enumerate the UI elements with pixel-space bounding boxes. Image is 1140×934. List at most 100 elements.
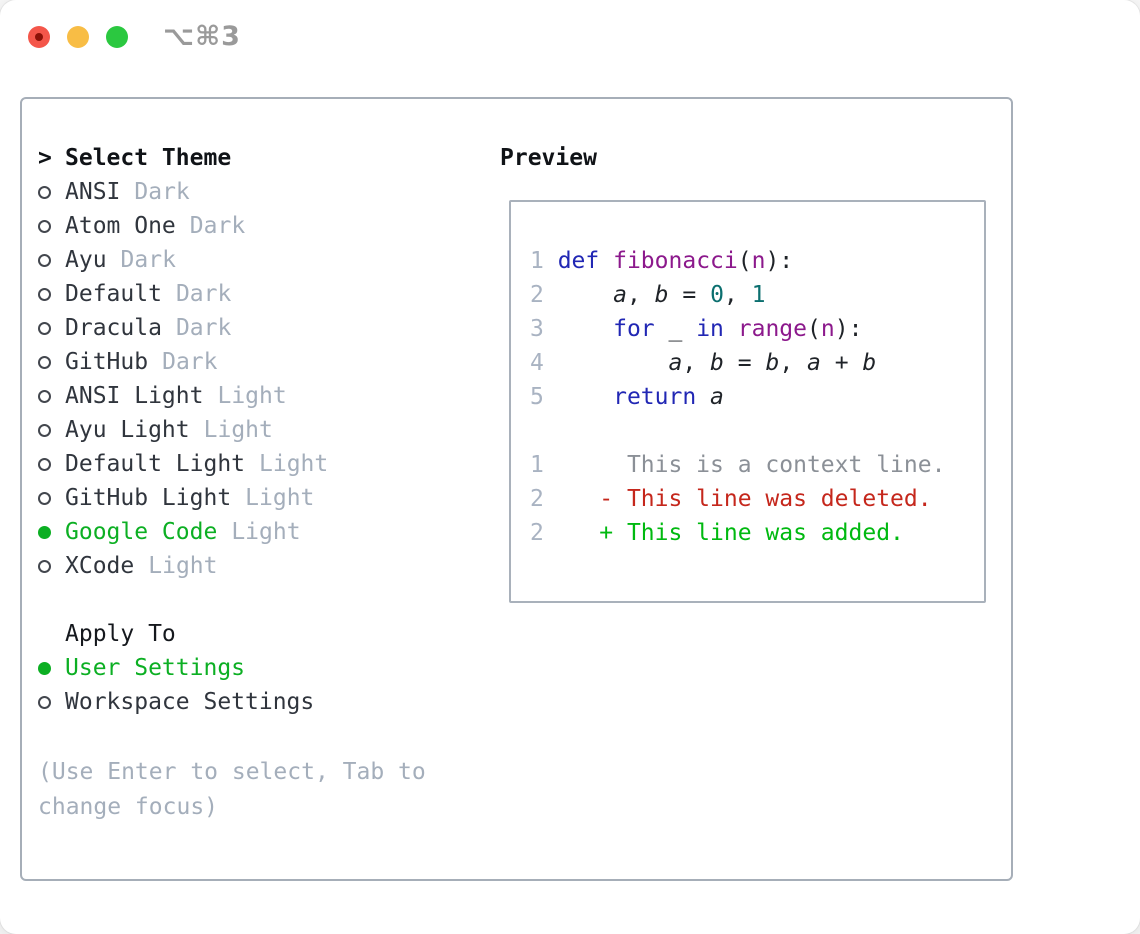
window-title: ⌥⌘3: [163, 21, 241, 52]
code-token: [599, 248, 613, 274]
theme-name: Default: [65, 281, 162, 307]
apply-to-item[interactable]: Workspace Settings: [38, 685, 314, 719]
theme-name: GitHub Light: [65, 485, 232, 511]
code-token: [696, 384, 710, 410]
code-line: 1 def fibonacci(n):: [530, 244, 984, 278]
code-token: for: [613, 316, 655, 342]
theme-item[interactable]: XCode Light: [38, 549, 328, 583]
theme-variant-tag: Light: [148, 553, 218, 579]
apply-to-title: Apply To: [65, 621, 176, 647]
code-token: n: [820, 316, 835, 342]
radio-cell: [38, 559, 65, 573]
apply-to-label: Workspace Settings: [65, 689, 315, 715]
theme-list-header-row: > Select Theme: [38, 141, 328, 175]
theme-name: GitHub: [65, 349, 149, 375]
code-token: b: [862, 350, 877, 376]
apply-to-label: User Settings: [65, 655, 246, 681]
theme-variant-tag: Dark: [189, 213, 246, 239]
code-token: range: [737, 316, 807, 342]
code-token: n: [751, 248, 766, 274]
zoom-button[interactable]: [106, 26, 128, 48]
theme-item[interactable]: Default Dark: [38, 277, 328, 311]
code-token: a: [668, 350, 683, 376]
radio-cell: [38, 491, 65, 505]
radio-icon: [38, 185, 51, 199]
code-token: a: [613, 282, 627, 308]
radio-selected-icon: [38, 661, 51, 675]
code-line: 4 a, b = b, a + b: [530, 346, 984, 380]
code-token: - This line was deleted.: [557, 486, 932, 512]
theme-variant-tag: Light: [259, 451, 329, 477]
code-token: [558, 316, 613, 342]
radio-cell: [38, 355, 65, 369]
theme-variant-tag: Light: [203, 417, 273, 443]
help-text-line: (Use Enter to select, Tab to: [38, 759, 426, 785]
code-token: 1: [751, 282, 766, 308]
theme-item[interactable]: Default Light Light: [38, 447, 328, 481]
theme-name: Default Light: [65, 451, 246, 477]
radio-icon: [38, 457, 51, 471]
theme-item[interactable]: GitHub Light Light: [38, 481, 328, 515]
code-token: + This line was added.: [557, 520, 904, 546]
code-token: =: [723, 350, 766, 376]
apply-to-item[interactable]: User Settings: [38, 651, 314, 685]
radio-cell: [38, 695, 65, 709]
radio-icon: [38, 219, 51, 233]
code-token: ,: [682, 350, 711, 376]
code-token: [558, 384, 613, 410]
code-token: in: [696, 316, 724, 342]
radio-icon: [38, 423, 51, 437]
code-token: b: [710, 350, 724, 376]
theme-name: ANSI Light: [65, 383, 204, 409]
code-token: return: [613, 384, 697, 410]
code-token: [558, 350, 669, 376]
line-number: 1: [530, 248, 558, 274]
radio-cell: [38, 219, 65, 233]
radio-cell: [38, 321, 65, 335]
line-number: 2: [530, 282, 558, 308]
preview-title: Preview: [500, 145, 597, 171]
close-button[interactable]: [28, 26, 50, 48]
cursor-cell: >: [38, 145, 65, 171]
code-token: ,: [779, 350, 808, 376]
theme-variant-tag: Dark: [175, 281, 232, 307]
radio-icon: [38, 559, 51, 573]
radio-icon: [38, 491, 51, 505]
theme-item[interactable]: ANSI Dark: [38, 175, 328, 209]
theme-variant-tag: Dark: [134, 179, 190, 205]
code-token: a: [807, 350, 821, 376]
code-token: a: [710, 384, 724, 410]
minimize-button[interactable]: [67, 26, 89, 48]
radio-icon: [38, 389, 51, 403]
line-number: 3: [530, 316, 558, 342]
radio-icon: [38, 695, 51, 709]
radio-cell: [38, 253, 65, 267]
theme-name: ANSI: [65, 179, 121, 205]
code-token: This is a context line.: [557, 452, 946, 478]
radio-cell: [38, 287, 65, 301]
code-line: 1 This is a context line.: [530, 448, 984, 482]
code-token: b: [654, 282, 669, 308]
radio-cell: [38, 423, 65, 437]
code-token: 0: [710, 282, 724, 308]
code-line: 2 - This line was deleted.: [530, 482, 984, 516]
theme-variant-tag: Dark: [120, 247, 176, 273]
code-token: ,: [723, 282, 752, 308]
theme-variant-tag: Light: [245, 485, 315, 511]
code-token: def: [557, 248, 600, 274]
code-line: 2 + This line was added.: [530, 516, 984, 550]
code-token: [558, 282, 613, 308]
code-token: ,: [626, 282, 655, 308]
radio-icon: [38, 355, 51, 369]
theme-name: XCode: [65, 553, 135, 579]
